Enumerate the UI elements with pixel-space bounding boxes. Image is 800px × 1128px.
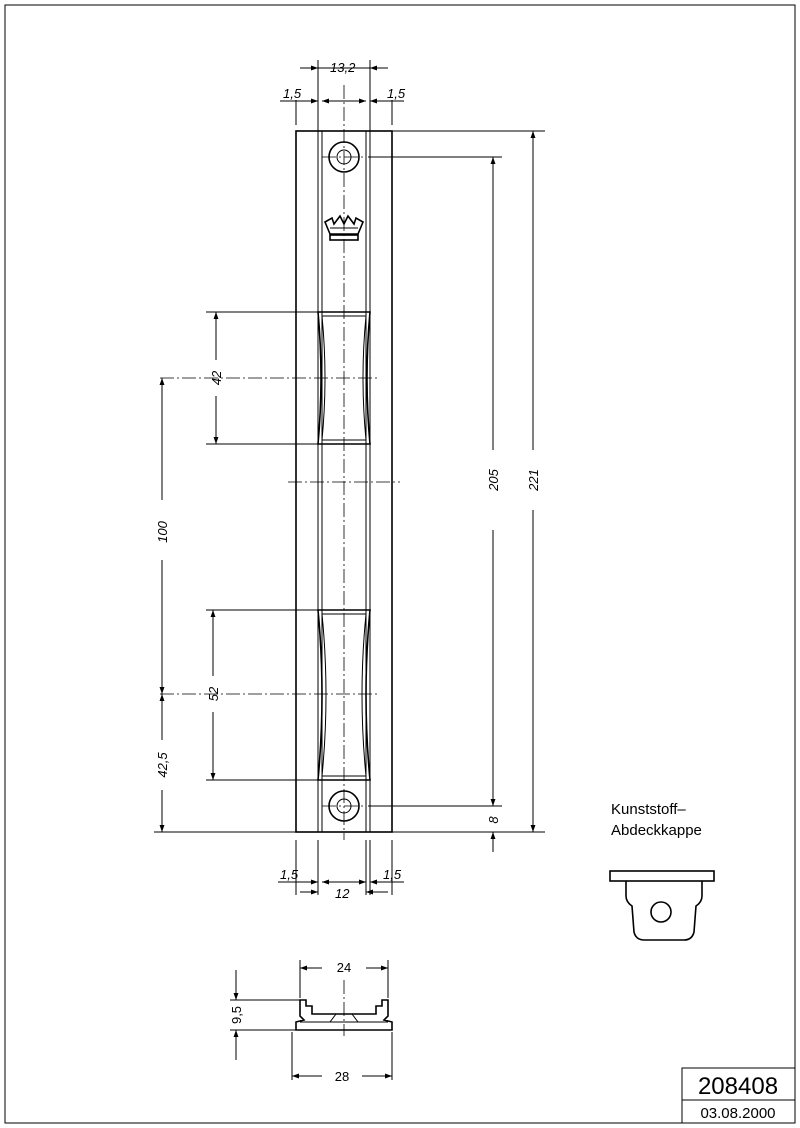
top-screw-hole (322, 141, 366, 173)
dim-lower-slot: 52 (206, 686, 221, 701)
bottom-screw-hole (322, 790, 366, 822)
top-dimensions (280, 60, 404, 131)
dim-bottom-left-margin: 1,5 (280, 867, 299, 882)
dim-overall-length: 221 (526, 469, 541, 492)
dim-profile-height: 9,5 (229, 1006, 244, 1024)
dim-bottom-right-margin: 1,5 (383, 867, 402, 882)
dim-upper-slot: 42 (209, 370, 224, 385)
dim-bottom-offset: 8 (486, 816, 501, 824)
dim-slot-spacing: 100 (155, 520, 170, 542)
plate-profile-section (230, 960, 393, 1080)
dim-profile-bottom-width: 28 (335, 1069, 349, 1084)
dim-top-overall: 13,2 (330, 60, 356, 75)
left-dimensions (154, 311, 318, 833)
cap-label-line2: Abdeckkappe (611, 822, 702, 839)
part-number: 208408 (698, 1073, 778, 1100)
right-dimensions (368, 130, 545, 852)
lower-latch-slot (317, 609, 371, 781)
plastic-cover-cap-drawing (609, 870, 715, 941)
dim-slot-width: 12 (335, 886, 350, 901)
dim-top-left-margin: 1,5 (283, 86, 302, 101)
strike-plate-front-view (160, 85, 400, 840)
upper-latch-slot (317, 311, 371, 445)
bottom-dimensions (278, 840, 404, 895)
drawing-frame (4, 4, 796, 1124)
drawing-date: 03.08.2000 (700, 1105, 775, 1122)
title-block (681, 1067, 796, 1124)
dim-hole-to-hole: 205 (486, 468, 501, 491)
crown-logo-icon (323, 214, 365, 241)
cap-label-line1: Kunststoff– (611, 801, 686, 818)
dim-profile-top-width: 24 (337, 960, 351, 975)
dim-lower-offset: 42,5 (155, 752, 170, 778)
dim-top-right-margin: 1,5 (387, 86, 406, 101)
